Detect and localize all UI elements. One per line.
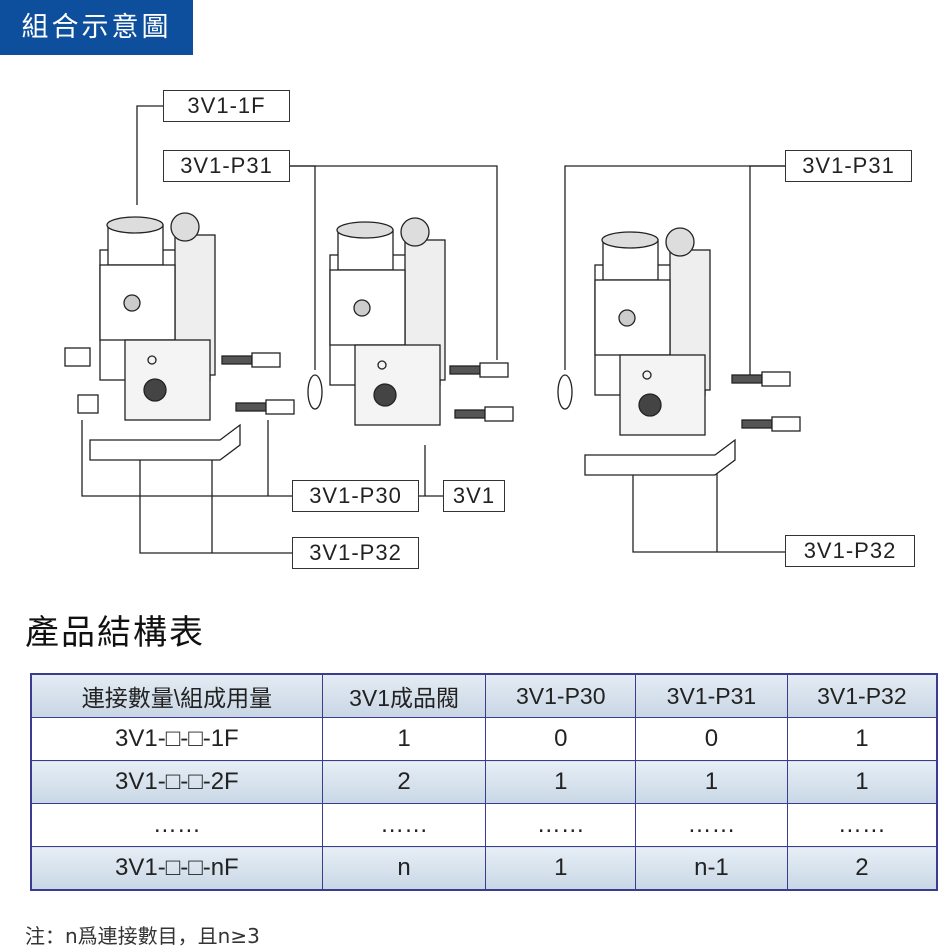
label-3v1-p32-left: 3V1-P32 xyxy=(292,537,419,569)
table-cell: …… xyxy=(786,803,938,847)
valve-right xyxy=(594,227,711,436)
label-3v1-1f: 3V1-1F xyxy=(163,90,290,122)
label-3v1: 3V1 xyxy=(443,480,505,512)
table-cell: 2 xyxy=(321,760,487,804)
table-header-row: 連接數量\組成用量 3V1成品閥 3V1-P30 3V1-P31 3V1-P32 xyxy=(30,673,938,718)
table-cell: 1 xyxy=(635,760,788,804)
column-header: 3V1-P31 xyxy=(635,673,788,718)
table-row: …… …… …… …… …… xyxy=(30,803,938,847)
table-cell: …… xyxy=(635,803,788,847)
valve-left xyxy=(99,212,216,421)
label-3v1-p32-right: 3V1-P32 xyxy=(785,535,915,567)
column-header: 3V1成品閥 xyxy=(321,673,487,718)
column-header: 連接數量\組成用量 xyxy=(30,673,323,718)
table-cell: 1 xyxy=(485,760,637,804)
table-cell: 3V1-□-□-nF xyxy=(30,846,323,891)
footnote: 注：n爲連接數目，且n≥3 xyxy=(25,924,260,948)
assembly-diagram xyxy=(64,105,801,554)
column-header: 3V1-P32 xyxy=(786,673,938,718)
table-cell: 0 xyxy=(635,717,788,761)
table-cell: 1 xyxy=(786,760,938,804)
table-cell: 0 xyxy=(485,717,637,761)
table-row: 3V1-□-□-1F 1 0 0 1 xyxy=(30,717,938,761)
table-row: 3V1-□-□-2F 2 1 1 1 xyxy=(30,760,938,804)
label-3v1-p30: 3V1-P30 xyxy=(292,480,419,512)
table-cell: …… xyxy=(30,803,323,847)
table-cell: …… xyxy=(321,803,487,847)
table-cell: 2 xyxy=(786,846,938,891)
table-row: 3V1-□-□-nF n 1 n-1 2 xyxy=(30,846,938,891)
table-cell: 3V1-□-□-1F xyxy=(30,717,323,761)
table-cell: 3V1-□-□-2F xyxy=(30,760,323,804)
product-structure-table: 連接數量\組成用量 3V1成品閥 3V1-P30 3V1-P31 3V1-P32… xyxy=(30,673,938,891)
table-cell: 1 xyxy=(786,717,938,761)
label-3v1-p31-left: 3V1-P31 xyxy=(163,150,290,182)
column-header: 3V1-P30 xyxy=(485,673,637,718)
leader-lines xyxy=(81,105,785,554)
table-cell: …… xyxy=(485,803,637,847)
table-cell: n-1 xyxy=(635,846,788,891)
label-3v1-p31-right: 3V1-P31 xyxy=(785,150,912,182)
table-cell: n xyxy=(321,846,487,891)
header-title: 組合示意圖 xyxy=(0,0,193,55)
table-cell: 1 xyxy=(321,717,487,761)
section-title: 產品結構表 xyxy=(25,613,205,653)
valve-middle xyxy=(329,217,446,426)
table-cell: 1 xyxy=(485,846,637,891)
